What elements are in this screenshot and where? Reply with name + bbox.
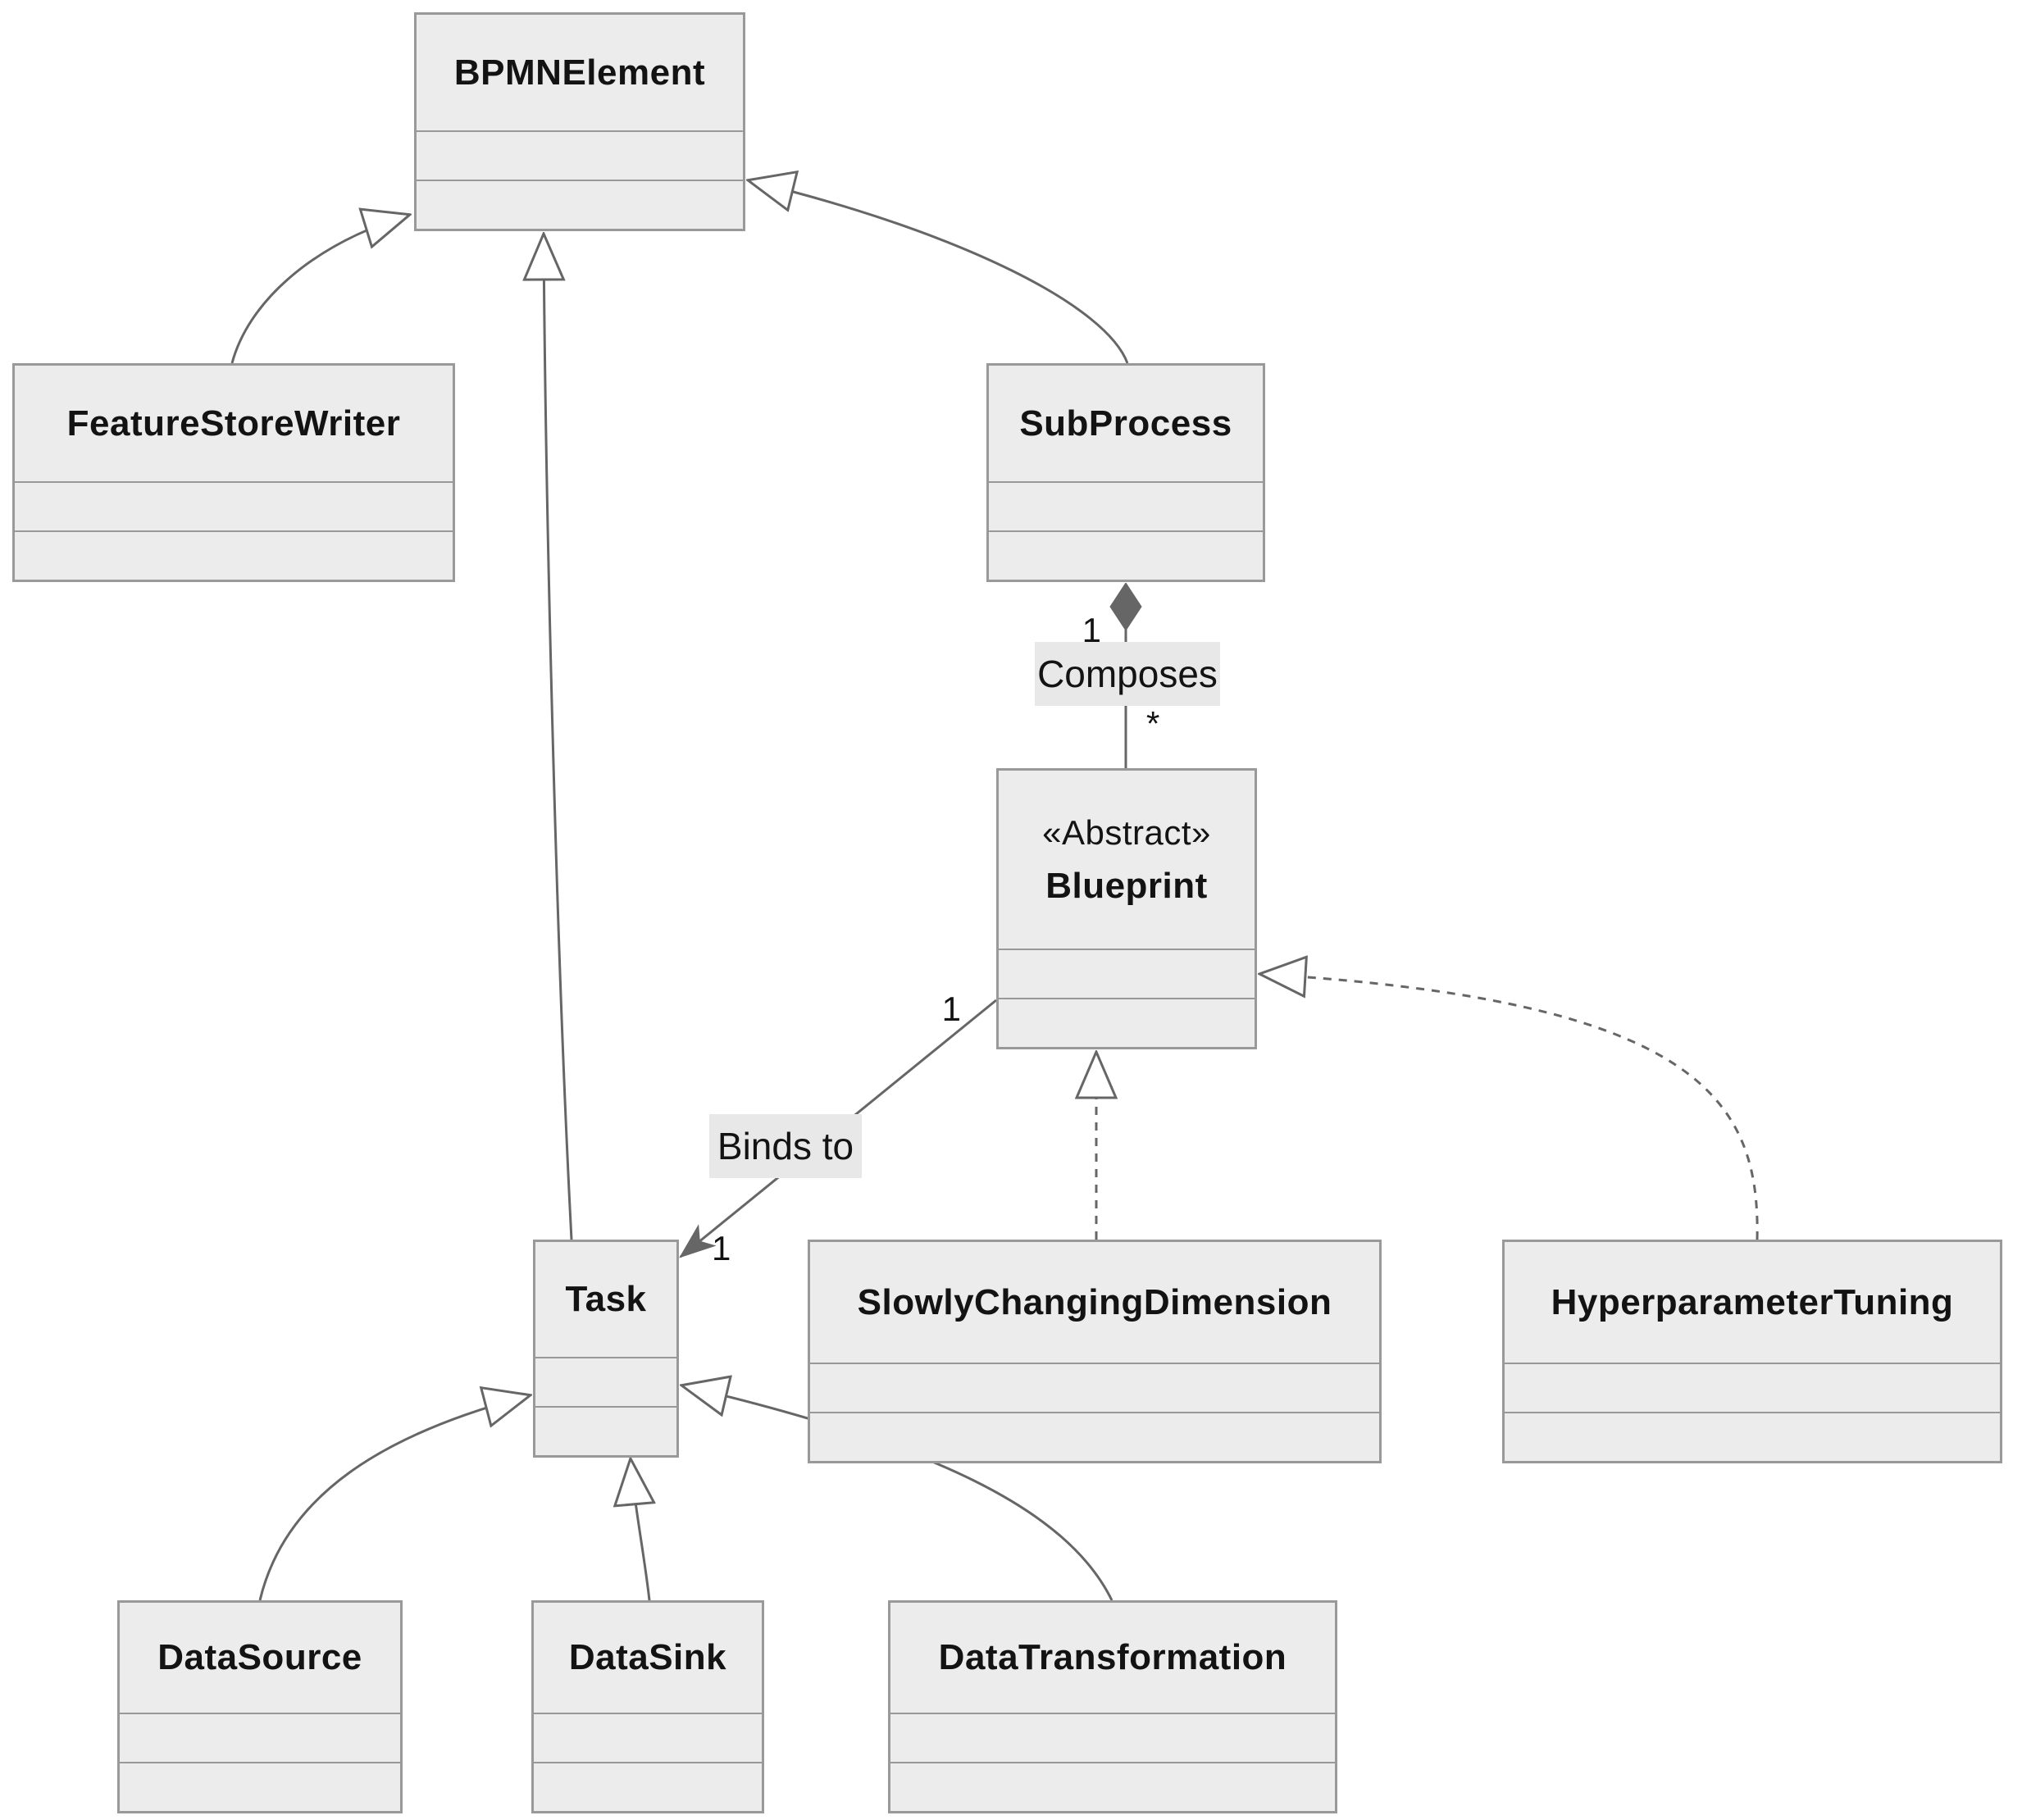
methods-section — [535, 1406, 676, 1455]
attributes-section — [534, 1713, 762, 1762]
attributes-section — [120, 1713, 400, 1762]
binds-target-multiplicity: 1 — [712, 1229, 731, 1267]
class-title: FeatureStoreWriter — [15, 366, 453, 481]
class-title: «Abstract» Blueprint — [999, 771, 1255, 949]
attributes-section — [15, 481, 453, 530]
class-title: DataSource — [120, 1603, 400, 1713]
methods-section — [417, 180, 743, 229]
methods-section — [534, 1762, 762, 1811]
class-title: DataSink — [534, 1603, 762, 1713]
edge-realization-hyperparametertuning-blueprint — [1260, 974, 1759, 1240]
methods-section — [890, 1762, 1335, 1811]
methods-section — [810, 1412, 1379, 1461]
methods-section — [15, 530, 453, 580]
class-stereotype-label: «Abstract» — [1042, 812, 1211, 852]
binds-source-multiplicity: 1 — [941, 990, 961, 1028]
methods-section — [1505, 1412, 2000, 1461]
composes-source-multiplicity: 1 — [1082, 611, 1101, 649]
binds-edge-label: Binds to — [709, 1114, 862, 1178]
edge-inheritance-datasource-task — [258, 1395, 530, 1601]
attributes-section — [890, 1713, 1335, 1762]
attributes-section — [999, 949, 1255, 998]
composes-edge-label: Composes — [1035, 642, 1220, 706]
composes-target-multiplicity: * — [1146, 704, 1160, 743]
class-featurestorewriter: FeatureStoreWriter — [12, 363, 455, 582]
class-title: SlowlyChangingDimension — [810, 1242, 1379, 1363]
edge-inheritance-datasink-task — [631, 1459, 649, 1601]
attributes-section — [417, 130, 743, 180]
class-title: SubProcess — [989, 366, 1263, 481]
class-task: Task — [533, 1240, 679, 1458]
class-name-label: Task — [565, 1279, 647, 1319]
class-blueprint: «Abstract» Blueprint — [996, 768, 1257, 1049]
attributes-section — [989, 481, 1263, 530]
edge-inheritance-task-bpmnelement — [544, 234, 573, 1240]
methods-section — [999, 998, 1255, 1047]
attributes-section — [1505, 1363, 2000, 1412]
class-name-label: DataTransformation — [938, 1637, 1287, 1677]
methods-section — [120, 1762, 400, 1811]
class-title: Task — [535, 1242, 676, 1357]
class-datasource: DataSource — [117, 1600, 403, 1813]
class-title: DataTransformation — [890, 1603, 1335, 1713]
methods-section — [989, 530, 1263, 580]
class-name-label: Blueprint — [1045, 865, 1208, 906]
class-subprocess: SubProcess — [986, 363, 1265, 582]
class-datasink: DataSink — [531, 1600, 764, 1813]
class-name-label: BPMNElement — [453, 52, 706, 93]
class-title: HyperparameterTuning — [1505, 1242, 2000, 1363]
class-name-label: DataSource — [157, 1637, 362, 1677]
class-slowlychangingdimension: SlowlyChangingDimension — [808, 1240, 1382, 1463]
attributes-section — [810, 1363, 1379, 1412]
attributes-section — [535, 1357, 676, 1406]
edge-inheritance-datatransformation-task — [682, 1385, 1113, 1601]
class-name-label: SlowlyChangingDimension — [857, 1281, 1332, 1322]
edge-inheritance-subprocess-bpmnelement — [749, 180, 1129, 364]
edge-inheritance-featurestorewriter-bpmnelement — [230, 215, 409, 364]
class-title: BPMNElement — [417, 15, 743, 130]
class-datatransformation: DataTransformation — [888, 1600, 1337, 1813]
class-name-label: FeatureStoreWriter — [66, 403, 401, 444]
class-bpmnelement: BPMNElement — [414, 12, 745, 231]
class-name-label: SubProcess — [1019, 403, 1232, 444]
class-name-label: DataSink — [568, 1637, 727, 1677]
class-name-label: HyperparameterTuning — [1551, 1281, 1954, 1322]
class-hyperparametertuning: HyperparameterTuning — [1502, 1240, 2002, 1463]
